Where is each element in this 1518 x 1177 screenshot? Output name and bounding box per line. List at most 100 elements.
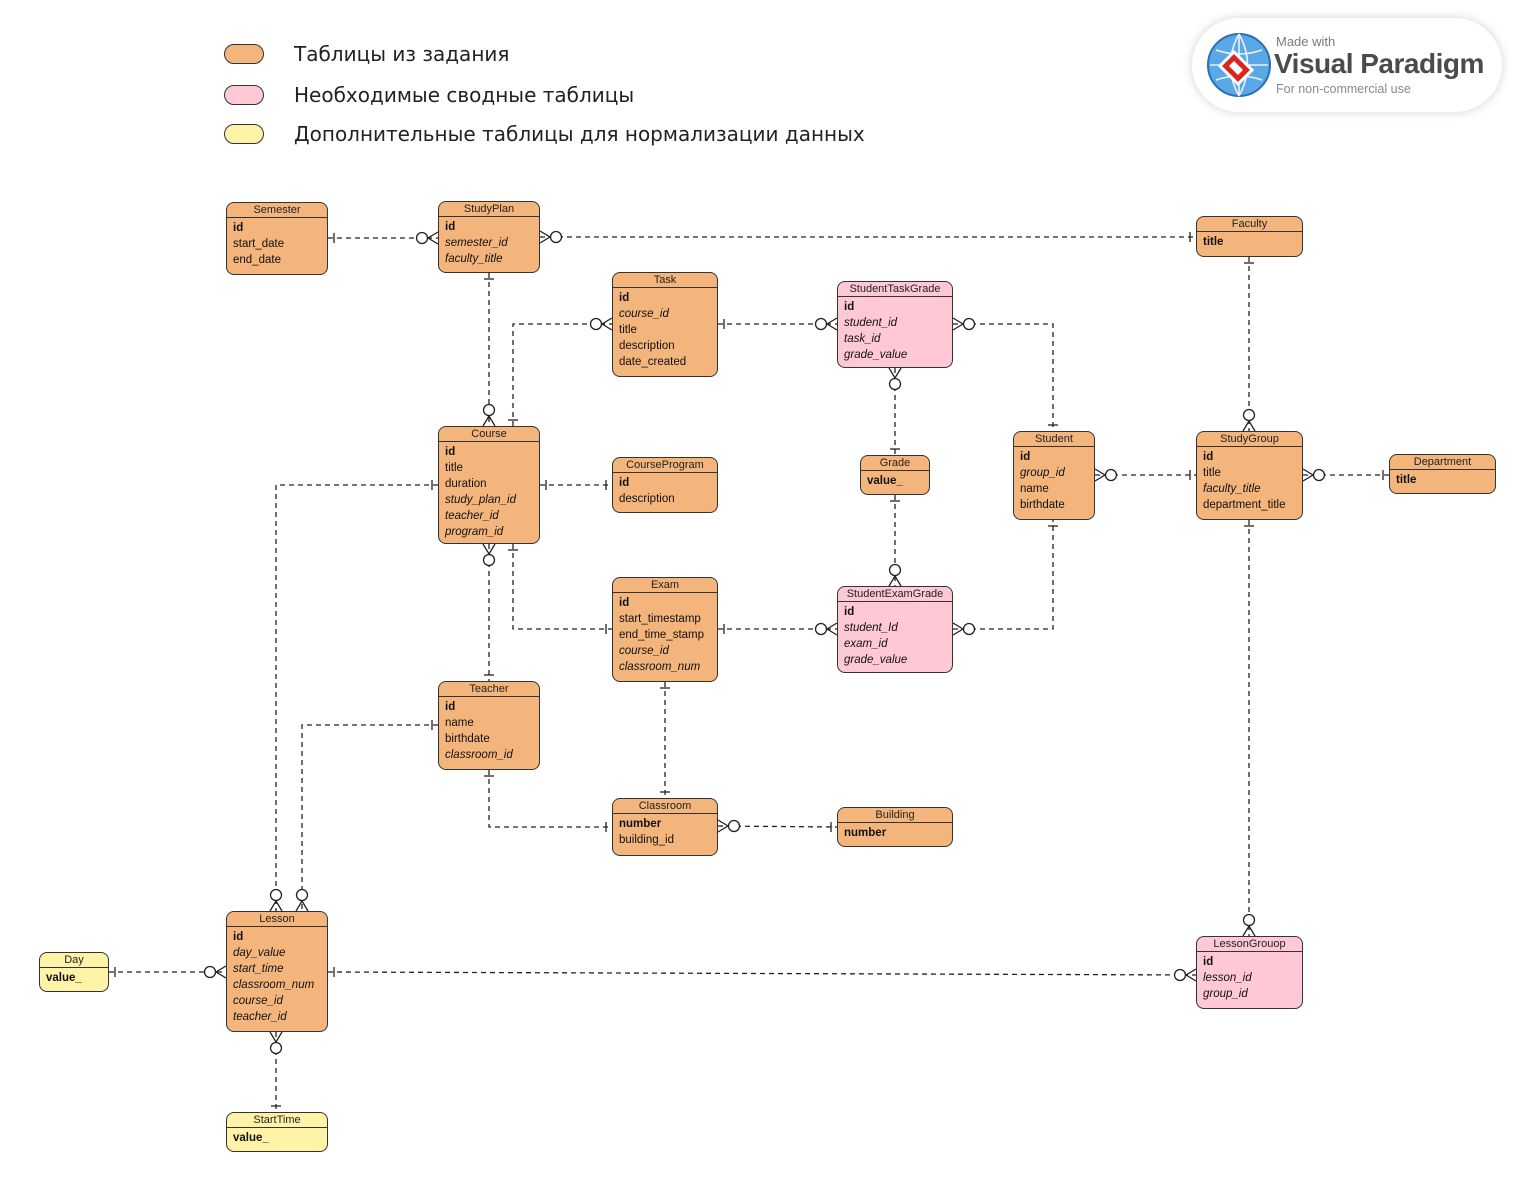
watermark-usage: For non-commercial use: [1276, 82, 1411, 96]
zero-circle-marker: [269, 888, 283, 902]
primary-key-attribute: value_: [233, 1132, 269, 1144]
line-course-task: [512, 323, 612, 426]
attribute: end_date: [233, 254, 281, 266]
foreign-key-attribute: teacher_id: [445, 510, 499, 522]
attribute: description: [619, 340, 675, 352]
entity-title: Department: [1390, 455, 1495, 470]
foreign-key-attribute: student_id: [844, 317, 898, 329]
primary-key-attribute: id: [619, 292, 630, 304]
attribute: name: [1020, 483, 1049, 495]
primary-key-attribute: id: [1203, 451, 1214, 463]
entity-attributes: id description: [613, 473, 717, 507]
primary-key-attribute: number: [619, 818, 662, 830]
entity-title: Task: [613, 273, 717, 288]
entity-classroom[interactable]: Classroom number building_id: [612, 798, 718, 856]
foreign-key-attribute: lesson_id: [1203, 972, 1252, 984]
legend-label: Дополнительные таблицы для нормализации …: [294, 122, 865, 146]
line-studentexamgrade-student: [953, 520, 1054, 630]
entity-title: Day: [40, 953, 108, 968]
foreign-key-attribute: faculty_title: [445, 253, 503, 265]
zero-circle-marker: [1104, 468, 1118, 482]
entity-attributes: title: [1390, 470, 1495, 488]
primary-key-attribute: id: [1203, 956, 1214, 968]
entity-title: LessonGrouop: [1197, 937, 1302, 952]
foreign-key-attribute: exam_id: [844, 638, 888, 650]
watermark-made-with: Made with: [1276, 34, 1336, 49]
line-course-exam: [512, 544, 612, 630]
primary-key-attribute: id: [619, 477, 630, 489]
zero-circle-marker: [589, 317, 603, 331]
attribute: title: [445, 462, 463, 474]
zero-circle-marker: [415, 231, 429, 245]
entity-attributes: title: [1197, 232, 1302, 250]
entity-title: StudyGroup: [1197, 432, 1302, 447]
entity-title: StartTime: [227, 1113, 327, 1128]
legend-label: Таблицы из задания: [294, 42, 510, 66]
legend-swatch-pink: [224, 85, 264, 105]
foreign-key-attribute: teacher_id: [233, 1011, 287, 1023]
visual-paradigm-watermark: Made with Visual Paradigm For non-commer…: [1192, 18, 1502, 112]
entity-title: StudentTaskGrade: [838, 282, 952, 297]
primary-key-attribute: value_: [867, 475, 903, 487]
legend-item-norm-tables: Дополнительные таблицы для нормализации …: [224, 122, 924, 150]
zero-circle-marker: [203, 965, 217, 979]
line-course-lesson: [275, 484, 438, 911]
entity-attributes: number: [838, 823, 952, 841]
foreign-key-attribute: start_time: [233, 963, 284, 975]
entity-title: Exam: [613, 578, 717, 593]
zero-circle-marker: [814, 622, 828, 636]
attribute: title: [619, 324, 637, 336]
primary-key-attribute: id: [445, 446, 456, 458]
primary-key-attribute: title: [1396, 474, 1417, 486]
zero-circle-marker: [269, 1041, 283, 1055]
legend-label: Необходимые сводные таблицы: [294, 83, 635, 107]
entity-title: Grade: [861, 456, 929, 471]
foreign-key-attribute: grade_value: [844, 349, 908, 361]
legend-item-link-tables: Необходимые сводные таблицы: [224, 83, 924, 111]
zero-circle-marker: [295, 888, 309, 902]
attribute: building_id: [619, 834, 674, 846]
attribute: name: [445, 717, 474, 729]
zero-circle-marker: [888, 377, 902, 391]
entity-department[interactable]: Department title: [1389, 454, 1496, 494]
attribute: department_title: [1203, 499, 1286, 511]
legend-item-task-tables: Таблицы из задания: [224, 42, 924, 70]
entity-title: Classroom: [613, 799, 717, 814]
entity-attributes: value_: [40, 968, 108, 986]
entity-starttime[interactable]: StartTime value_: [226, 1112, 328, 1152]
attribute: birthdate: [1020, 499, 1065, 511]
foreign-key-attribute: classroom_id: [445, 749, 513, 761]
line-lesson-lessongroup: [327, 971, 1197, 976]
foreign-key-attribute: group_id: [1020, 467, 1065, 479]
entity-grade[interactable]: Grade value_: [860, 455, 930, 495]
primary-key-attribute: id: [844, 606, 855, 618]
primary-key-attribute: title: [1203, 236, 1224, 248]
zero-circle-marker: [1173, 968, 1187, 982]
foreign-key-attribute: student_Id: [844, 622, 898, 634]
attribute: description: [619, 493, 675, 505]
primary-key-attribute: id: [445, 701, 456, 713]
entity-title: Student: [1014, 432, 1094, 447]
